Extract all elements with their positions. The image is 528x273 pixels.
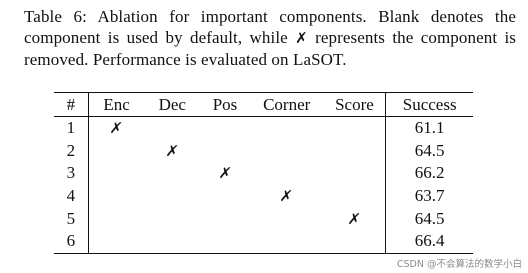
caption-label: Table 6:: [24, 7, 87, 26]
cell-success: 64.5: [414, 140, 445, 160]
cell-success: 66.2: [414, 163, 445, 183]
removed-mark-icon: ✗: [295, 29, 308, 47]
removed-mark-icon: ✗: [279, 187, 295, 206]
header-index: #: [54, 92, 89, 117]
table-header-row: # Enc Dec Pos Corner Score Success: [54, 92, 473, 117]
table-row: 4 ✗ 63.7: [54, 184, 473, 208]
cell-index: 5: [54, 207, 89, 230]
ablation-table: # Enc Dec Pos Corner Score Success 1 ✗ 6…: [54, 92, 473, 254]
cell-index: 4: [54, 184, 89, 208]
cell-index: 3: [54, 162, 89, 185]
table-row: 5 ✗ 64.5: [54, 207, 473, 230]
table-row: 2 ✗ 64.5: [54, 139, 473, 163]
header-score: Score: [323, 92, 387, 117]
header-success: Success: [385, 92, 473, 117]
table-caption: Table 6: Ablation for important componen…: [24, 6, 516, 70]
table-row: 6 66.4: [54, 229, 473, 254]
cell-index: 6: [54, 229, 89, 254]
removed-mark-icon: ✗: [346, 209, 362, 228]
table-row: 3 ✗ 66.2: [54, 162, 473, 185]
removed-mark-icon: ✗: [217, 164, 233, 183]
removed-mark-icon: ✗: [109, 119, 125, 138]
cell-success: 66.4: [385, 229, 473, 254]
cell-success: 63.7: [414, 186, 445, 206]
caption-text-part2: represents the component is removed. Per…: [24, 28, 516, 69]
removed-mark-icon: ✗: [164, 141, 180, 160]
header-pos: Pos: [200, 92, 250, 117]
table-body: 1 ✗ 61.1 2 ✗ 64.5 3 ✗: [54, 116, 473, 254]
header-enc: Enc: [88, 92, 145, 117]
header-corner: Corner: [249, 92, 324, 117]
cell-index: 2: [54, 139, 89, 163]
ablation-table-container: # Enc Dec Pos Corner Score Success 1 ✗ 6…: [54, 92, 473, 254]
cell-success: 64.5: [414, 208, 445, 228]
watermark: CSDN @不会算法的数学小白: [396, 259, 522, 270]
header-dec: Dec: [144, 92, 201, 117]
cell-index: 1: [54, 116, 89, 140]
caption-text-part1: Ablation for important components. Blank…: [24, 7, 516, 47]
table-row: 1 ✗ 61.1: [54, 116, 473, 140]
cell-success: 61.1: [414, 118, 445, 138]
